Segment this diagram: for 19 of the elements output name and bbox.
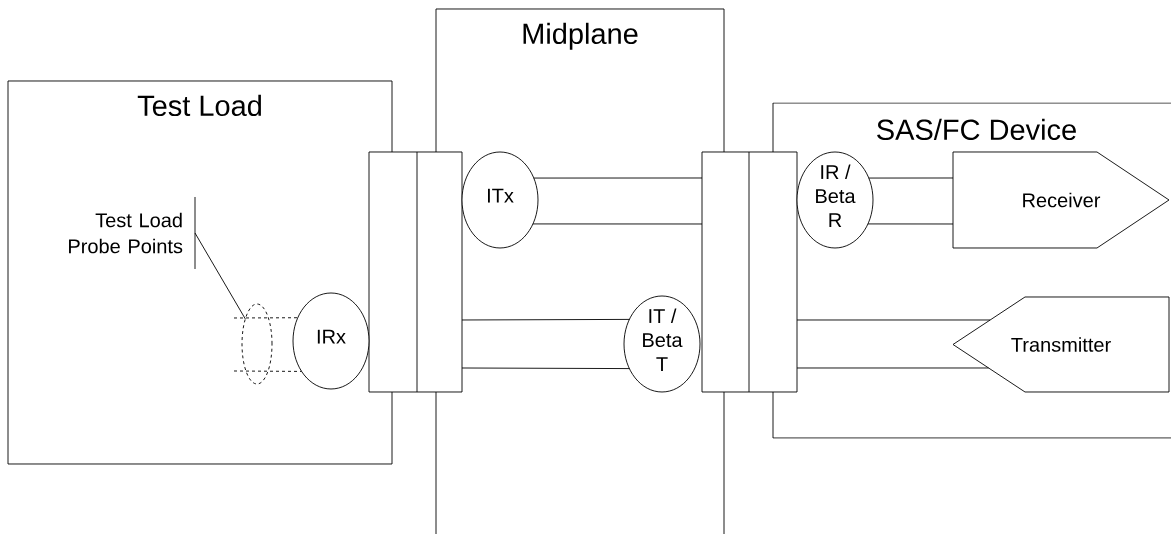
probe-line: [233, 370, 303, 372]
callout-label: Test Load Probe Points: [69, 212, 183, 254]
signal-line: [461, 318, 630, 321]
ellipse-label: IRx: [292, 292, 370, 390]
signal-line: [461, 367, 630, 370]
signal-line: [868, 177, 954, 179]
leader-line: [194, 232, 246, 320]
ellipse-label: IT / Beta T: [623, 295, 701, 393]
probe-ellipse: [241, 303, 273, 385]
signal-line: [533, 177, 703, 179]
ellipse-label: ITx: [461, 151, 539, 249]
ellipse-label: IR / Beta R: [796, 151, 874, 249]
receiver-pentagon: Receiver: [952, 151, 1170, 249]
transmitter-pentagon: Transmitter: [952, 296, 1170, 393]
signal-line: [796, 319, 991, 321]
signal-line: [867, 223, 954, 225]
signal-line: [532, 223, 703, 225]
signal-line: [796, 367, 990, 369]
probe-line: [233, 317, 299, 319]
